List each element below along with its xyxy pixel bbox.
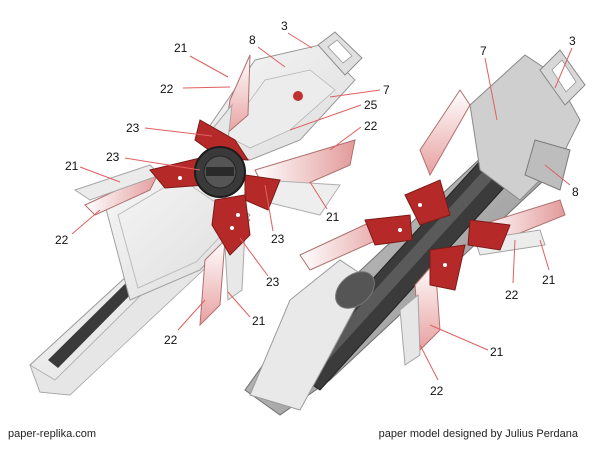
part-label: 22 bbox=[505, 288, 519, 302]
leader-line bbox=[309, 181, 328, 210]
part-label: 22 bbox=[55, 233, 69, 247]
left-red-cross-lower bbox=[211, 194, 251, 256]
part-label: 21 bbox=[490, 345, 504, 359]
part-label: 21 bbox=[542, 273, 556, 287]
leader-line bbox=[419, 344, 439, 381]
left-rivet bbox=[178, 176, 182, 180]
left-head-inner bbox=[224, 69, 336, 149]
left-hub-slot bbox=[206, 167, 234, 176]
leader-line bbox=[189, 55, 229, 78]
part-label: 8 bbox=[572, 185, 579, 199]
part-label: 23 bbox=[126, 121, 140, 135]
right-red-cross-lower bbox=[429, 244, 466, 291]
part-label: 21 bbox=[174, 41, 188, 55]
part-label: 3 bbox=[569, 34, 576, 48]
left-rivet bbox=[230, 226, 234, 230]
leader-line bbox=[124, 157, 201, 171]
part-label: 22 bbox=[164, 333, 178, 347]
right-red-cross-left bbox=[364, 214, 413, 246]
leader-line bbox=[79, 166, 121, 183]
leader-line bbox=[257, 46, 286, 68]
leader-line bbox=[144, 127, 213, 137]
leader-line bbox=[554, 47, 573, 89]
right-model bbox=[244, 49, 586, 416]
leader-line bbox=[177, 299, 206, 331]
site-url: paper-replika.com bbox=[8, 428, 97, 440]
right-oval-cutout bbox=[335, 271, 375, 309]
leader-line bbox=[329, 126, 362, 151]
right-rivet bbox=[443, 263, 447, 267]
part-label: 7 bbox=[383, 83, 390, 97]
left-model bbox=[29, 31, 363, 396]
leader-line bbox=[539, 239, 550, 271]
leader-line bbox=[289, 104, 362, 131]
part-label: 21 bbox=[65, 159, 79, 173]
leader-line bbox=[544, 164, 571, 186]
left-top-loop-hole bbox=[327, 39, 353, 64]
right-upper-left-fin bbox=[419, 89, 471, 177]
leader-line bbox=[484, 57, 498, 121]
leader-line bbox=[429, 324, 489, 351]
right-rivet bbox=[418, 203, 422, 207]
part-label: 23 bbox=[106, 150, 120, 164]
part-label: 7 bbox=[480, 44, 487, 58]
part-label: 21 bbox=[252, 314, 266, 328]
right-spine-highlight bbox=[300, 158, 505, 380]
right-side-bracket bbox=[524, 139, 571, 191]
part-label: 21 bbox=[326, 210, 340, 224]
leader-line bbox=[227, 291, 251, 318]
leader-line bbox=[182, 86, 231, 89]
part-label: 23 bbox=[271, 232, 285, 246]
leader-line bbox=[239, 237, 269, 277]
leader-line bbox=[287, 32, 313, 49]
left-rivet bbox=[236, 213, 240, 217]
part-label: 3 bbox=[281, 19, 288, 33]
right-rivet bbox=[398, 228, 402, 232]
part-label: 22 bbox=[430, 384, 444, 398]
right-top-loop-hole bbox=[551, 59, 577, 93]
leader-lines bbox=[71, 32, 573, 381]
leader-line bbox=[264, 184, 274, 232]
part-label: 8 bbox=[249, 33, 256, 47]
right-red-cross-upper bbox=[404, 179, 451, 226]
right-red-cross-right bbox=[467, 219, 511, 251]
part-label: 22 bbox=[160, 82, 174, 96]
part-label: 25 bbox=[364, 98, 378, 112]
part-label: 23 bbox=[266, 275, 280, 289]
leader-line bbox=[329, 89, 381, 98]
left-head-emblem bbox=[293, 91, 303, 101]
part-label: 22 bbox=[364, 119, 378, 133]
designer-credit: paper model designed by Julius Perdana bbox=[378, 428, 578, 440]
left-red-cross-right bbox=[244, 174, 281, 211]
leader-line bbox=[71, 209, 101, 235]
right-bottom-fin-b bbox=[399, 293, 421, 366]
leader-line bbox=[512, 239, 516, 284]
